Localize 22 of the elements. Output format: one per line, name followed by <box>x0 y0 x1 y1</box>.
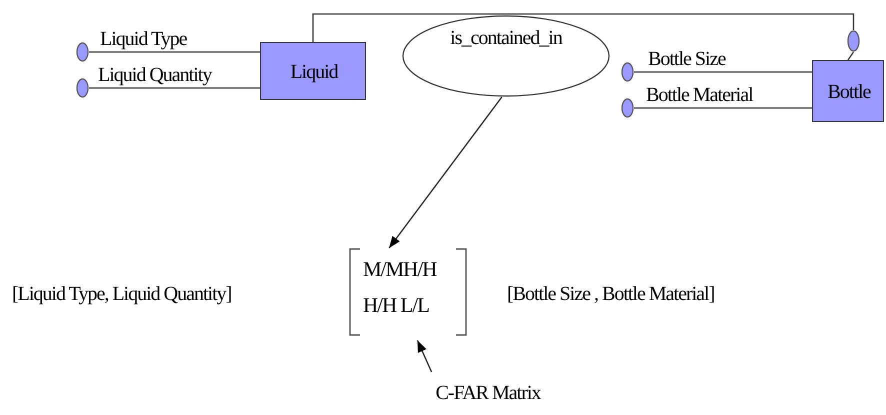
connector-line <box>847 52 854 60</box>
connector-line <box>634 107 812 109</box>
attribute-list: [Liquid Type, Liquid Quantity] <box>12 283 232 305</box>
edge-label: Bottle Size <box>648 48 726 70</box>
connector-line <box>89 51 260 53</box>
arrow <box>388 96 502 248</box>
relationship-label: is_contained_in <box>449 27 564 49</box>
entity-box <box>812 60 884 122</box>
entity-label: Bottle <box>826 81 872 103</box>
entity-box <box>260 42 366 100</box>
matrix-row: H/H L/L <box>363 294 429 316</box>
edge-label: Liquid Quantity <box>98 64 212 86</box>
matrix-row: M/MH/H <box>363 258 436 280</box>
arrow <box>416 340 432 372</box>
attribute-list: [Bottle Size , Bottle Material] <box>507 283 714 305</box>
entity-label: Liquid <box>289 61 340 83</box>
caption-text: C-FAR Matrix <box>434 382 542 404</box>
connector-line <box>312 13 854 42</box>
edge-label: Bottle Material <box>646 84 753 106</box>
edge-label: Liquid Type <box>100 28 187 50</box>
connector-line <box>89 87 260 89</box>
connector-line <box>634 71 812 73</box>
